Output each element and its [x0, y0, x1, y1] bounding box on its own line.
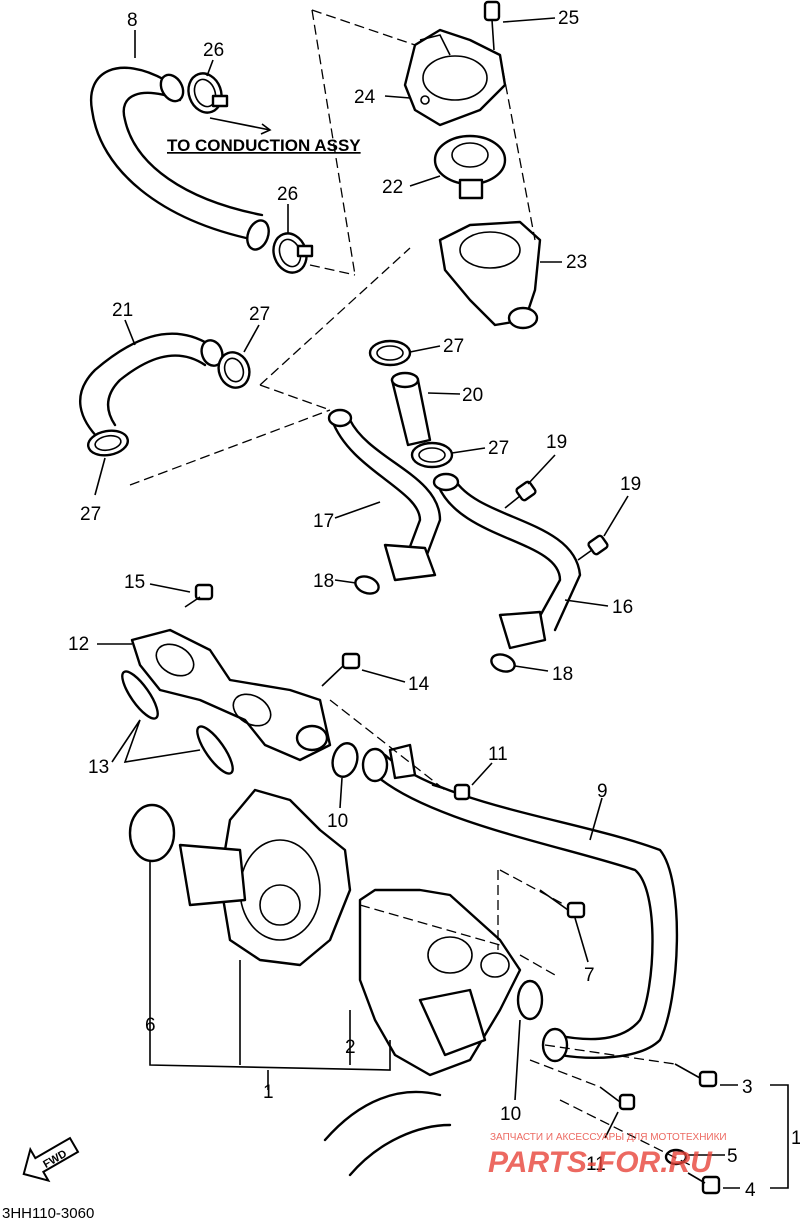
callout-18-a: 18 — [313, 571, 334, 592]
callout-11-lower: 11 — [586, 1154, 606, 1175]
bolt-14 — [321, 652, 361, 687]
o-ring-6 — [128, 803, 176, 863]
callout-16: 16 — [612, 597, 633, 618]
hose-partial-bottom — [323, 1090, 452, 1177]
callout-23: 23 — [566, 252, 587, 273]
callout-21: 21 — [112, 300, 133, 321]
callout-7: 7 — [584, 965, 595, 986]
bolt-25 — [483, 0, 501, 51]
callout-1-right: 1 — [791, 1128, 800, 1149]
callout-5: 5 — [727, 1146, 738, 1167]
water-pump-housing — [178, 788, 352, 967]
callout-24: 24 — [354, 87, 376, 108]
hose-clamp-27a — [217, 351, 251, 389]
bolt-4 — [687, 1172, 721, 1195]
conduction-assy-note: TO CONDUCTION ASSY — [167, 136, 361, 155]
hose-20 — [390, 371, 432, 447]
callout-12: 12 — [68, 634, 89, 655]
assembly-lines-bottom — [329, 699, 691, 1166]
callout-27-a: 27 — [249, 304, 270, 325]
hose-clamp-26a — [187, 72, 229, 114]
hose-clamp-27c — [368, 339, 412, 367]
callout-25: 25 — [558, 8, 579, 29]
callout-27-c: 27 — [488, 438, 509, 459]
pump-cover-2 — [358, 888, 522, 1077]
callout-8: 8 — [127, 10, 138, 31]
callout-19-b: 19 — [620, 474, 641, 495]
callout-26-upper: 26 — [203, 40, 224, 61]
diagram-code: 3HH110-3060 — [2, 1205, 94, 1222]
callout-1: 1 — [263, 1082, 274, 1103]
o-ring-18b — [490, 653, 516, 673]
callout-15: 15 — [124, 572, 145, 593]
hose-clamp-27b — [86, 429, 130, 457]
callout-27-d: 27 — [80, 504, 101, 525]
bolt-15 — [184, 583, 214, 608]
watermark-caption: ЗАПЧАСТИ И АКСЕССУАРЫ ДЛЯ МОТОТЕХНИКИ — [490, 1132, 727, 1143]
callout-9: 9 — [597, 781, 608, 802]
thermostat-housing-23 — [438, 220, 542, 330]
gasket-13a — [121, 670, 159, 720]
callout-11-upper: 11 — [488, 744, 508, 765]
bolt-19b — [577, 534, 609, 561]
callout-3: 3 — [742, 1077, 753, 1098]
assembly-lines-top — [129, 9, 536, 486]
o-ring-10a — [331, 742, 359, 778]
callout-22: 22 — [382, 177, 403, 198]
watermark-logo: PARTS-FOR.RU — [488, 1146, 713, 1179]
callout-26-lower: 26 — [277, 184, 298, 205]
thermostat-cover-24 — [403, 28, 507, 127]
o-ring-18a — [354, 575, 380, 595]
callout-17: 17 — [313, 511, 334, 532]
callout-20: 20 — [462, 385, 483, 406]
leader-lines — [94, 17, 789, 1189]
callout-4: 4 — [745, 1180, 756, 1201]
callout-18-b: 18 — [552, 664, 573, 685]
pipe-12 — [130, 628, 332, 762]
hose-clamp-27d — [410, 441, 454, 469]
callout-27-b: 27 — [443, 336, 464, 357]
callout-10-upper: 10 — [327, 811, 348, 832]
pipe-16 — [432, 472, 582, 650]
bolt-7 — [539, 889, 586, 919]
callout-6: 6 — [145, 1015, 156, 1036]
bolt-11a — [431, 783, 471, 801]
bolt-11b — [599, 1086, 636, 1111]
hose-clamp-26b — [272, 232, 314, 274]
gasket-13b — [196, 725, 234, 775]
hose-21 — [79, 332, 224, 442]
thermostat-22 — [433, 134, 507, 200]
callout-13: 13 — [88, 757, 109, 778]
callout-10-lower: 10 — [500, 1104, 521, 1125]
callout-labels: 8 26 25 24 22 26 23 21 27 27 20 27 19 19… — [68, 8, 800, 1201]
hose-8 — [89, 66, 270, 251]
callout-19-a: 19 — [546, 432, 567, 453]
bolt-19a — [504, 480, 537, 509]
callout-14: 14 — [408, 674, 430, 695]
pipe-9 — [361, 743, 679, 1063]
watermark: ЗАПЧАСТИ И АКСЕССУАРЫ ДЛЯ МОТОТЕХНИКИ PA… — [488, 1132, 727, 1179]
pipe-17 — [327, 408, 442, 582]
callout-2: 2 — [345, 1037, 356, 1058]
forward-arrow-icon: FWD — [22, 1136, 80, 1183]
o-ring-10b — [516, 979, 544, 1021]
bolt-3 — [674, 1063, 718, 1088]
